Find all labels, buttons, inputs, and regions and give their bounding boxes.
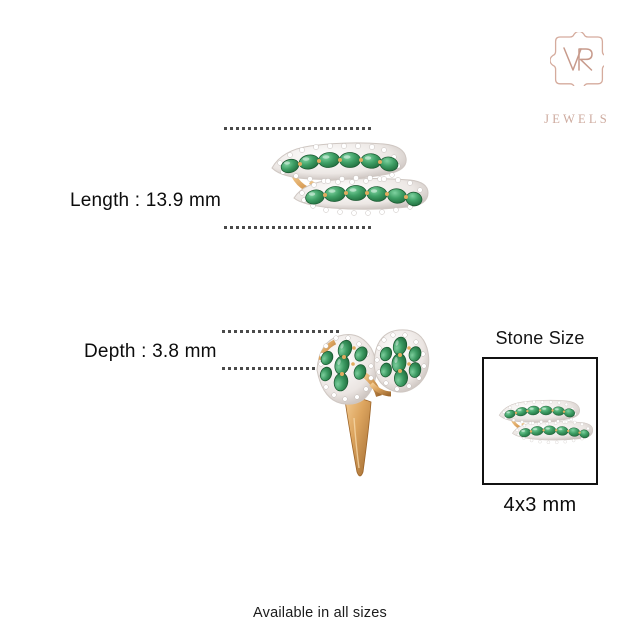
- ring-side-view-image: [305, 318, 435, 478]
- stone-size-title: Stone Size: [495, 328, 585, 348]
- depth-label: Depth : 3.8 mm: [84, 341, 217, 362]
- length-label: Length : 13.9 mm: [70, 190, 222, 211]
- length-guide-line-bottom: [224, 226, 374, 229]
- stone-size-value: 4x3 mm: [503, 494, 577, 516]
- brand-name: JEWELS: [544, 112, 610, 126]
- stone-size-image-box: [482, 357, 598, 485]
- stone-size-panel: Stone Size: [470, 328, 610, 517]
- depth-guide-line-bottom: [222, 367, 334, 370]
- availability-note: Available in all sizes: [253, 605, 387, 621]
- brand-logo: JEWELS: [540, 26, 614, 126]
- ring-top-view-image: [250, 130, 430, 225]
- ring-stone-detail-image: [486, 377, 594, 465]
- vr-monogram-icon: [549, 30, 609, 90]
- length-guide-line-top: [224, 127, 372, 130]
- depth-guide-line-top: [222, 330, 340, 333]
